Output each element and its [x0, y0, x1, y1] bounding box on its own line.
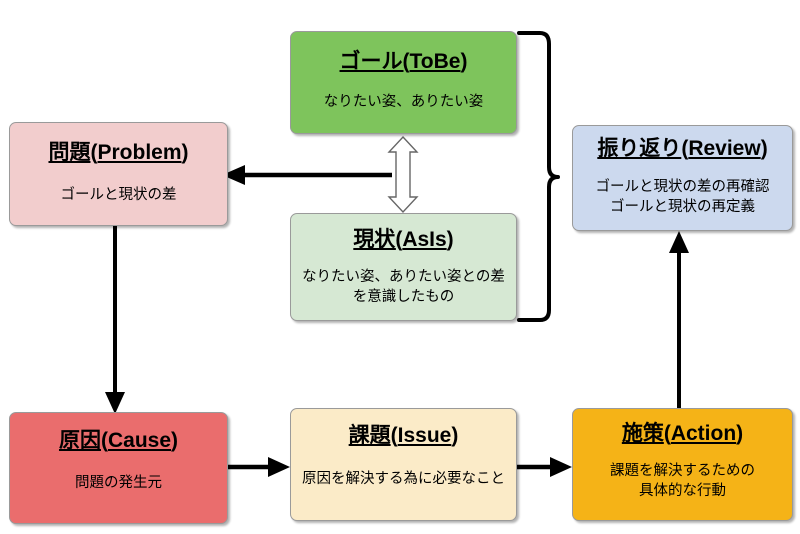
node-problem-title-jp: 問題: [48, 141, 91, 164]
node-goal[interactable]: ゴール(ToBe) なりたい姿、ありたい姿: [290, 31, 517, 134]
problem-to-cause-arrow: [105, 226, 125, 414]
node-issue-title-jp: 課題: [348, 424, 391, 447]
node-action-desc: 課題を解決するための 具体的な行動: [610, 463, 755, 499]
node-issue-desc: 原因を解決する為に必要なこと: [302, 471, 505, 488]
node-asis-desc: なりたい姿、ありたい姿との差 を意識したもの: [302, 269, 505, 305]
node-problem-title: 問題(Problem): [48, 141, 189, 164]
issue-to-action-arrow: [517, 457, 572, 477]
goal-asis-brace: [517, 31, 560, 322]
node-issue-title: 課題(Issue): [348, 424, 459, 447]
node-asis-title-jp: 現状: [353, 228, 396, 251]
node-goal-title-jp: ゴール: [339, 50, 403, 73]
node-goal-title-en-open: (: [402, 50, 410, 73]
node-issue[interactable]: 課題(Issue) 原因を解決する為に必要なこと: [290, 408, 517, 521]
node-cause-title: 原因(Cause): [58, 429, 179, 452]
node-cause[interactable]: 原因(Cause) 問題の発生元: [9, 412, 228, 524]
node-review-title-jp: 振り返り: [597, 137, 682, 160]
node-goal-title: ゴール(ToBe): [339, 50, 468, 73]
node-goal-title-en: ToBe: [409, 50, 461, 73]
node-problem-desc: ゴールと現状の差: [60, 187, 177, 204]
cause-to-issue-arrow: [228, 457, 290, 477]
node-asis[interactable]: 現状(AsIs) なりたい姿、ありたい姿との差 を意識したもの: [290, 213, 517, 321]
node-review-title: 振り返り(Review): [597, 137, 768, 160]
node-review[interactable]: 振り返り(Review) ゴールと現状の差の再確認 ゴールと現状の再定義: [572, 125, 793, 231]
action-to-review-arrow: [669, 231, 689, 408]
gap-to-problem-arrow: [222, 165, 392, 185]
node-action[interactable]: 施策(Action) 課題を解決するための 具体的な行動: [572, 408, 793, 521]
node-problem[interactable]: 問題(Problem) ゴールと現状の差: [9, 122, 228, 226]
node-action-title-jp: 施策: [621, 422, 664, 445]
node-action-title: 施策(Action): [621, 422, 744, 445]
gap-double-arrow-icon: [387, 135, 419, 214]
node-asis-title: 現状(AsIs): [353, 228, 454, 251]
node-review-desc: ゴールと現状の差の再確認 ゴールと現状の再定義: [595, 179, 770, 215]
node-cause-title-jp: 原因: [58, 429, 101, 452]
node-cause-desc: 問題の発生元: [75, 475, 162, 492]
node-goal-desc: なりたい姿、ありたい姿: [323, 94, 484, 111]
